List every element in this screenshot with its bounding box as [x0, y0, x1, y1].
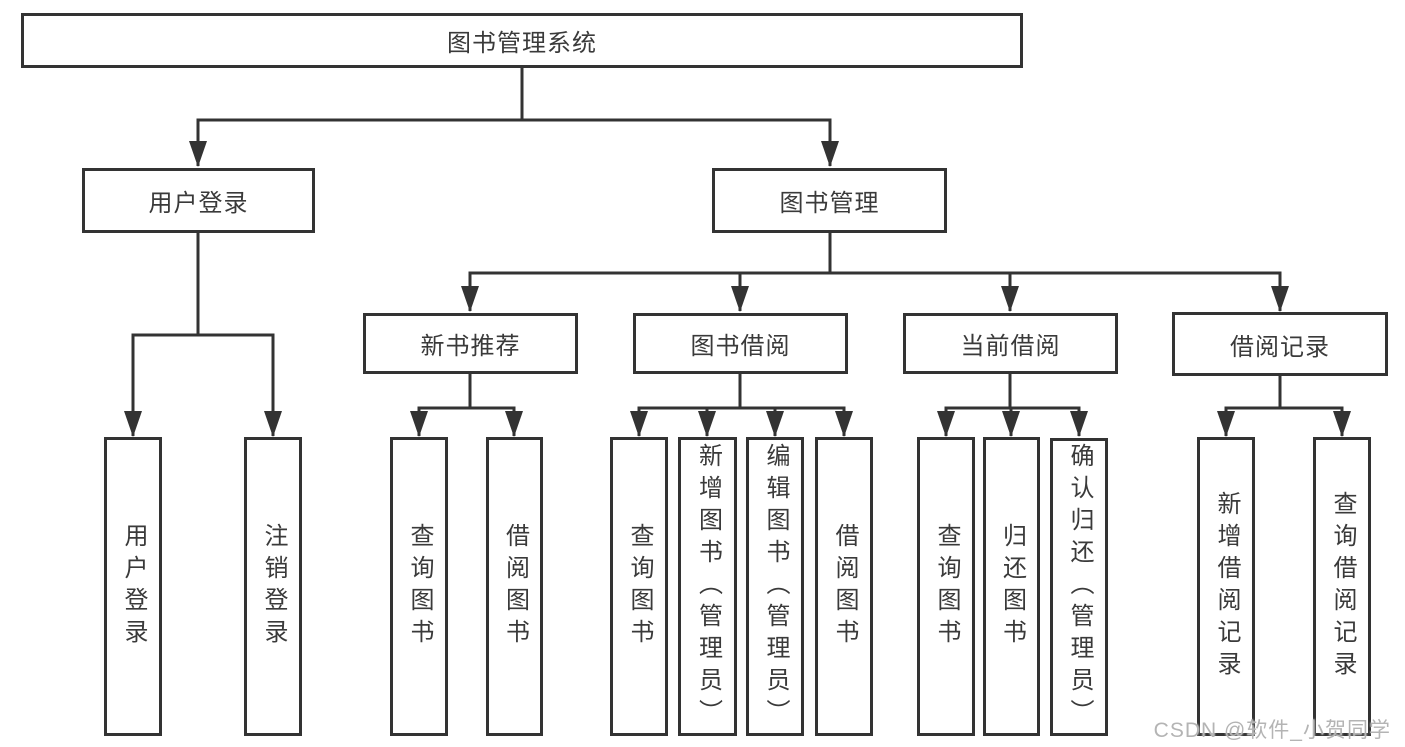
node-label: 查询图书: [406, 522, 433, 651]
connector-book-borrow-branch: [637, 374, 846, 436]
node-label: 查询图书: [626, 522, 653, 651]
node-library-management-system: 图书管理系统: [21, 13, 1023, 68]
node-label: 确认归还（管理员）: [1066, 443, 1093, 731]
node-label: 新增借阅记录: [1213, 490, 1240, 683]
leaf-current-confirm-return-admin: 确认归还（管理员）: [1050, 438, 1108, 736]
node-label: 当前借阅: [960, 333, 1061, 360]
node-label: 图书管理: [779, 190, 880, 217]
node-label: 编辑图书（管理员）: [762, 442, 789, 731]
leaf-newbook-query-books: 查询图书: [390, 437, 448, 736]
node-label: 查询借阅记录: [1329, 490, 1356, 683]
arrowheads: [124, 141, 1351, 437]
connector-borrow-records-branch: [1224, 376, 1344, 436]
node-label: 图书管理系统: [447, 30, 597, 57]
connector-book-management-branch: [468, 233, 1282, 311]
leaf-borrow-add-book-admin: 新增图书（管理员）: [678, 437, 737, 736]
connector-user-login-branch: [131, 232, 275, 436]
node-current-borrow: 当前借阅: [903, 313, 1118, 374]
node-user-login: 用户登录: [82, 168, 315, 233]
node-label: 新书推荐: [420, 333, 521, 360]
node-label: 新增图书（管理员）: [694, 442, 722, 731]
leaf-logout: 注销登录: [244, 437, 302, 736]
leaf-user-login: 用户登录: [104, 437, 162, 736]
leaf-newbook-borrow-books: 借阅图书: [486, 437, 543, 736]
node-label: 归还图书: [998, 522, 1026, 651]
node-borrow-records: 借阅记录: [1172, 312, 1388, 376]
node-label: 借阅记录: [1230, 333, 1330, 361]
leaf-borrow-query-books: 查询图书: [610, 437, 668, 736]
node-label: 注销登录: [260, 522, 287, 651]
node-label: 借阅图书: [501, 522, 529, 651]
connector-root-to-level2: [196, 68, 832, 166]
csdn-watermark: CSDN @软件_小贺同学: [1153, 719, 1391, 742]
node-label: 借阅图书: [831, 522, 858, 651]
node-new-book-recommend: 新书推荐: [363, 313, 578, 374]
node-label: 用户登录: [148, 190, 249, 217]
leaf-records-add-record: 新增借阅记录: [1197, 437, 1255, 736]
node-label: 图书借阅: [690, 333, 791, 360]
node-book-management: 图书管理: [712, 168, 947, 233]
leaf-borrow-borrow-books: 借阅图书: [815, 437, 873, 736]
leaf-records-query-record: 查询借阅记录: [1313, 437, 1371, 736]
leaf-borrow-edit-book-admin: 编辑图书（管理员）: [746, 437, 804, 736]
connector-new-book-branch: [417, 374, 516, 436]
leaf-current-return-book: 归还图书: [983, 437, 1040, 736]
node-label: 用户登录: [120, 522, 147, 651]
leaf-current-query-books: 查询图书: [917, 437, 975, 736]
node-book-borrow: 图书借阅: [633, 313, 848, 374]
node-label: 查询图书: [933, 522, 960, 651]
